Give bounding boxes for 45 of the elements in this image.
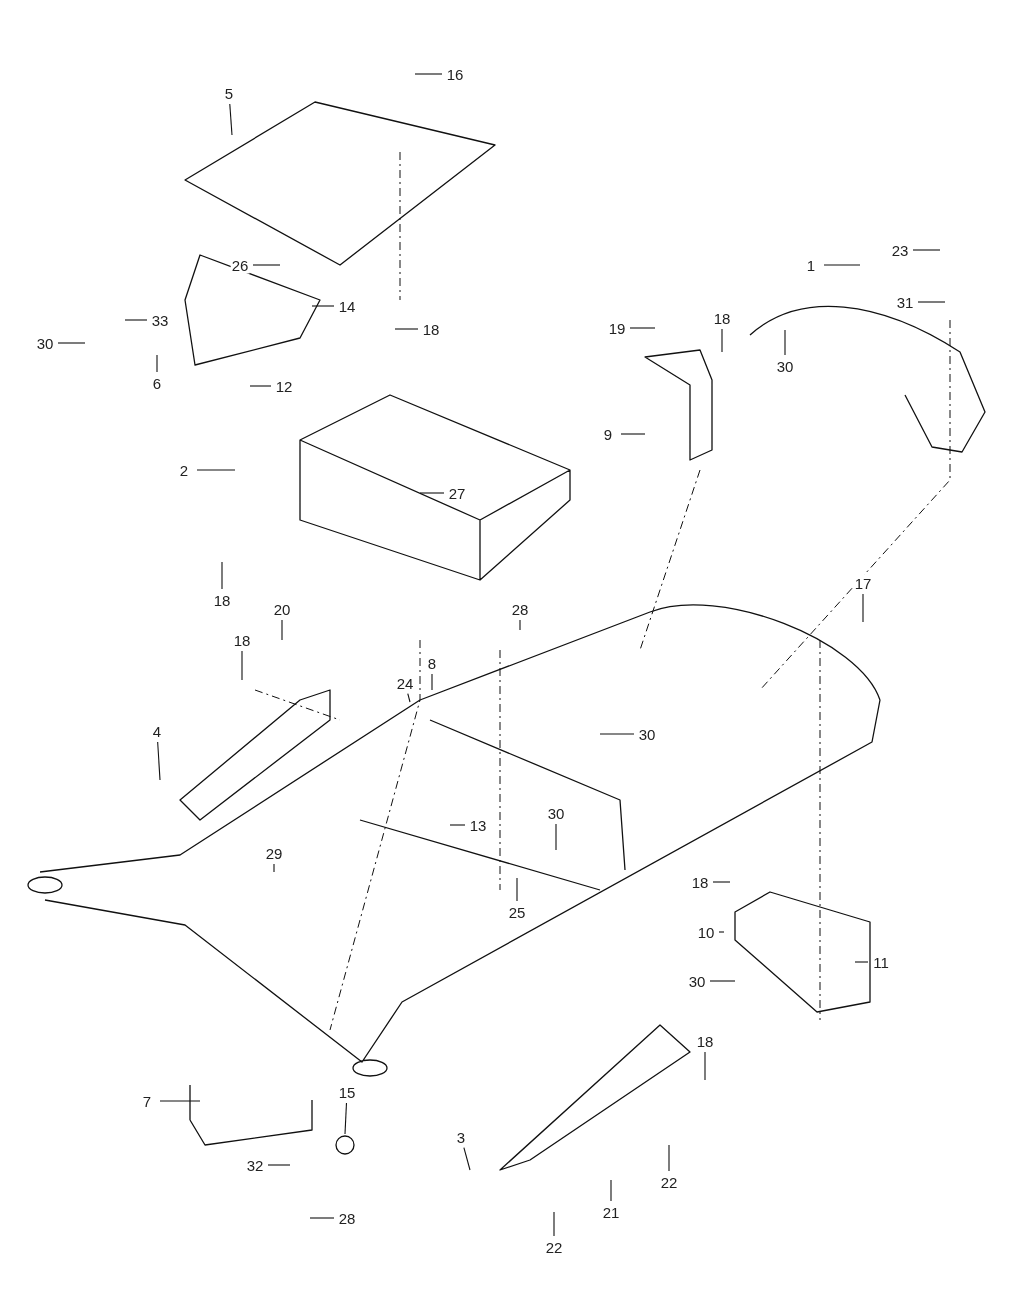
leader-line	[917, 301, 946, 303]
leader-line	[414, 73, 443, 75]
leader-line	[281, 619, 283, 641]
leader-line	[241, 650, 243, 681]
leader-line	[620, 433, 646, 435]
leader-line	[516, 877, 518, 902]
leader-line	[407, 693, 411, 703]
leader-line	[311, 305, 335, 307]
leader-line	[196, 469, 236, 471]
leader-line	[431, 673, 433, 691]
leader-line	[553, 1211, 555, 1237]
leader-line	[712, 881, 731, 883]
leader-line	[862, 593, 864, 623]
leader-line	[449, 824, 466, 826]
leader-line	[159, 1100, 201, 1102]
leader-line	[610, 1179, 612, 1202]
leader-line	[249, 385, 272, 387]
leader-line	[629, 327, 656, 329]
leader-line	[419, 492, 445, 494]
leader-line	[519, 619, 521, 631]
leader-line	[704, 1051, 706, 1081]
leader-line	[599, 733, 635, 735]
leader-line	[709, 980, 736, 982]
leader-line	[463, 1147, 471, 1171]
leader-line	[718, 931, 725, 933]
callout-number: 17	[853, 574, 873, 592]
leader-line	[229, 103, 233, 136]
leader-line	[156, 354, 158, 373]
leader-line	[394, 328, 419, 330]
leader-line	[784, 329, 786, 356]
leader-line	[721, 328, 723, 353]
leader-line	[267, 1164, 291, 1166]
leader-line	[252, 264, 281, 266]
leader-line	[823, 264, 861, 266]
leader-line	[344, 1102, 348, 1135]
leader-line	[57, 342, 86, 344]
leader-line	[157, 741, 161, 781]
leader-line	[668, 1144, 670, 1172]
leader-line	[912, 249, 941, 251]
leader-line	[124, 319, 148, 321]
leader-line	[854, 961, 869, 963]
leader-line	[555, 823, 557, 851]
leader-line	[221, 561, 223, 590]
leader-line	[309, 1217, 335, 1219]
leader-line	[273, 863, 275, 873]
